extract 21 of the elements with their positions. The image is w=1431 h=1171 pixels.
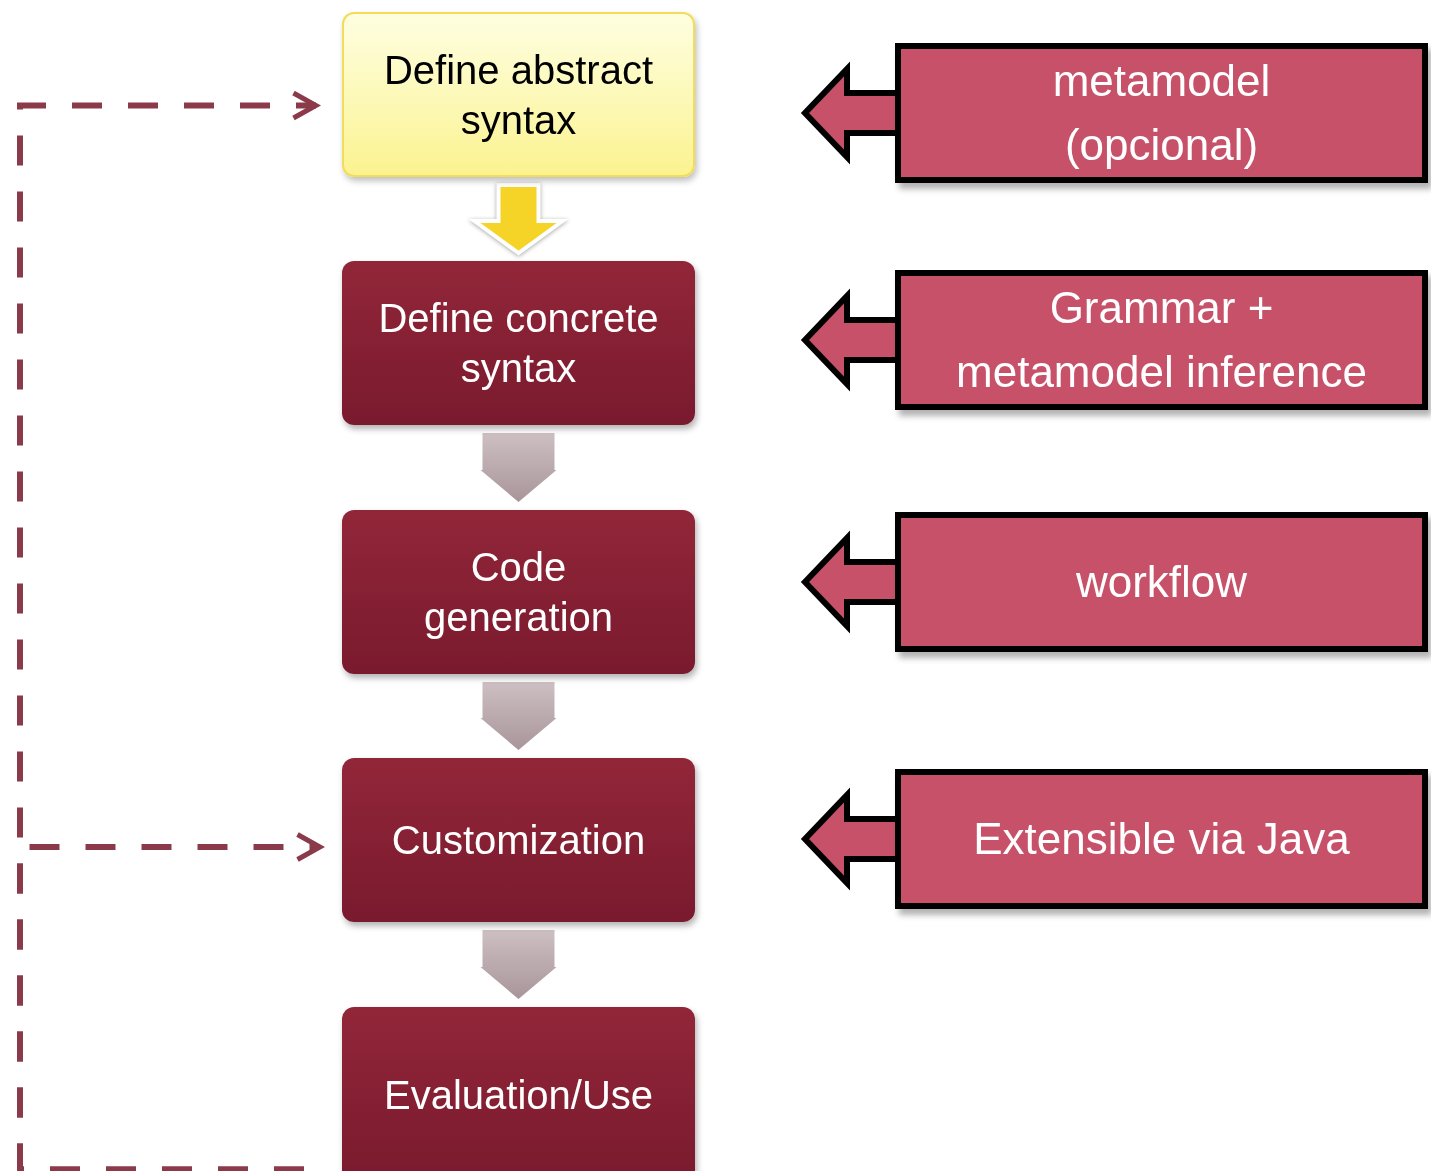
node-label: Customization [391, 817, 646, 864]
process-box [342, 758, 695, 922]
block-arrow [480, 930, 557, 999]
node-label: Evaluation/Use [383, 1071, 653, 1119]
process-box [342, 510, 695, 674]
block-arrow [480, 433, 557, 502]
process-box [342, 12, 695, 177]
node-label: Define abstract syntax [383, 46, 654, 144]
process-box [342, 261, 695, 425]
note-box [895, 43, 1428, 183]
node-label: Code generation [422, 544, 614, 641]
node-label: workflow [1075, 556, 1248, 608]
block-arrow [480, 682, 557, 750]
process-box [342, 1007, 695, 1171]
node-label: Extensible via Java [973, 813, 1350, 865]
note-box [895, 769, 1428, 909]
note-box [895, 270, 1428, 410]
node-label: metamodel (opcional) [1051, 55, 1272, 171]
node-label: Define concrete syntax [377, 295, 660, 392]
node-label: Grammar + metamodel inference [955, 282, 1368, 398]
note-box [895, 512, 1428, 652]
